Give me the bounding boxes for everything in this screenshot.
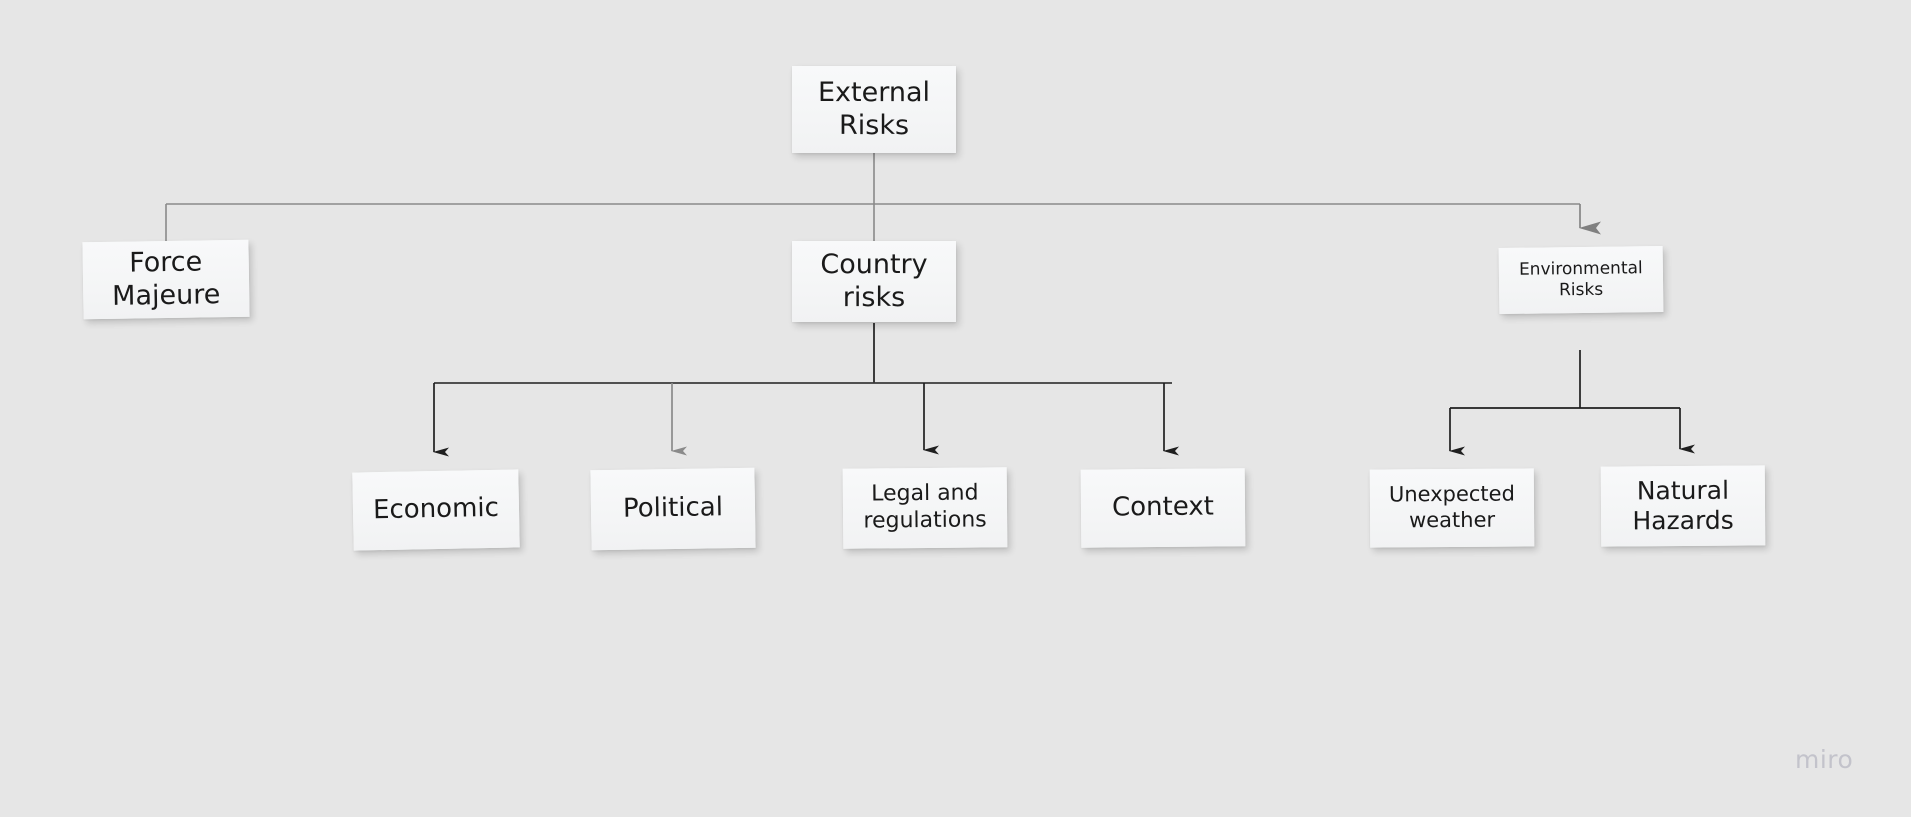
node-environmental-risks-label: Environmental Risks bbox=[1518, 258, 1643, 301]
node-country-risks-label: Country risks bbox=[820, 248, 928, 313]
node-context[interactable]: Context bbox=[1080, 468, 1246, 548]
node-natural-hazards-label: Natural Hazards bbox=[1632, 475, 1734, 536]
node-force-majeure-label: Force Majeure bbox=[111, 245, 221, 312]
node-natural-hazards[interactable]: Natural Hazards bbox=[1600, 465, 1766, 547]
node-political[interactable]: Political bbox=[590, 467, 756, 551]
node-environmental-risks[interactable]: Environmental Risks bbox=[1498, 246, 1664, 314]
node-unexpected-weather-label: Unexpected weather bbox=[1388, 481, 1515, 533]
edge-environmental-bus bbox=[1450, 350, 1680, 409]
node-legal-regulations-label: Legal and regulations bbox=[863, 480, 987, 534]
node-force-majeure[interactable]: Force Majeure bbox=[82, 239, 250, 320]
miro-watermark: miro bbox=[1795, 745, 1854, 774]
node-country-risks[interactable]: Country risks bbox=[792, 241, 956, 322]
node-external-risks[interactable]: External Risks bbox=[792, 66, 956, 153]
node-political-label: Political bbox=[622, 492, 724, 524]
edge-root-bus bbox=[166, 153, 1580, 205]
node-external-risks-label: External Risks bbox=[817, 76, 931, 141]
node-legal-regulations[interactable]: Legal and regulations bbox=[842, 467, 1008, 549]
node-context-label: Context bbox=[1111, 491, 1215, 523]
node-economic[interactable]: Economic bbox=[352, 469, 520, 551]
node-unexpected-weather[interactable]: Unexpected weather bbox=[1369, 468, 1535, 548]
edge-country-bus bbox=[434, 323, 1172, 384]
node-economic-label: Economic bbox=[372, 492, 500, 526]
